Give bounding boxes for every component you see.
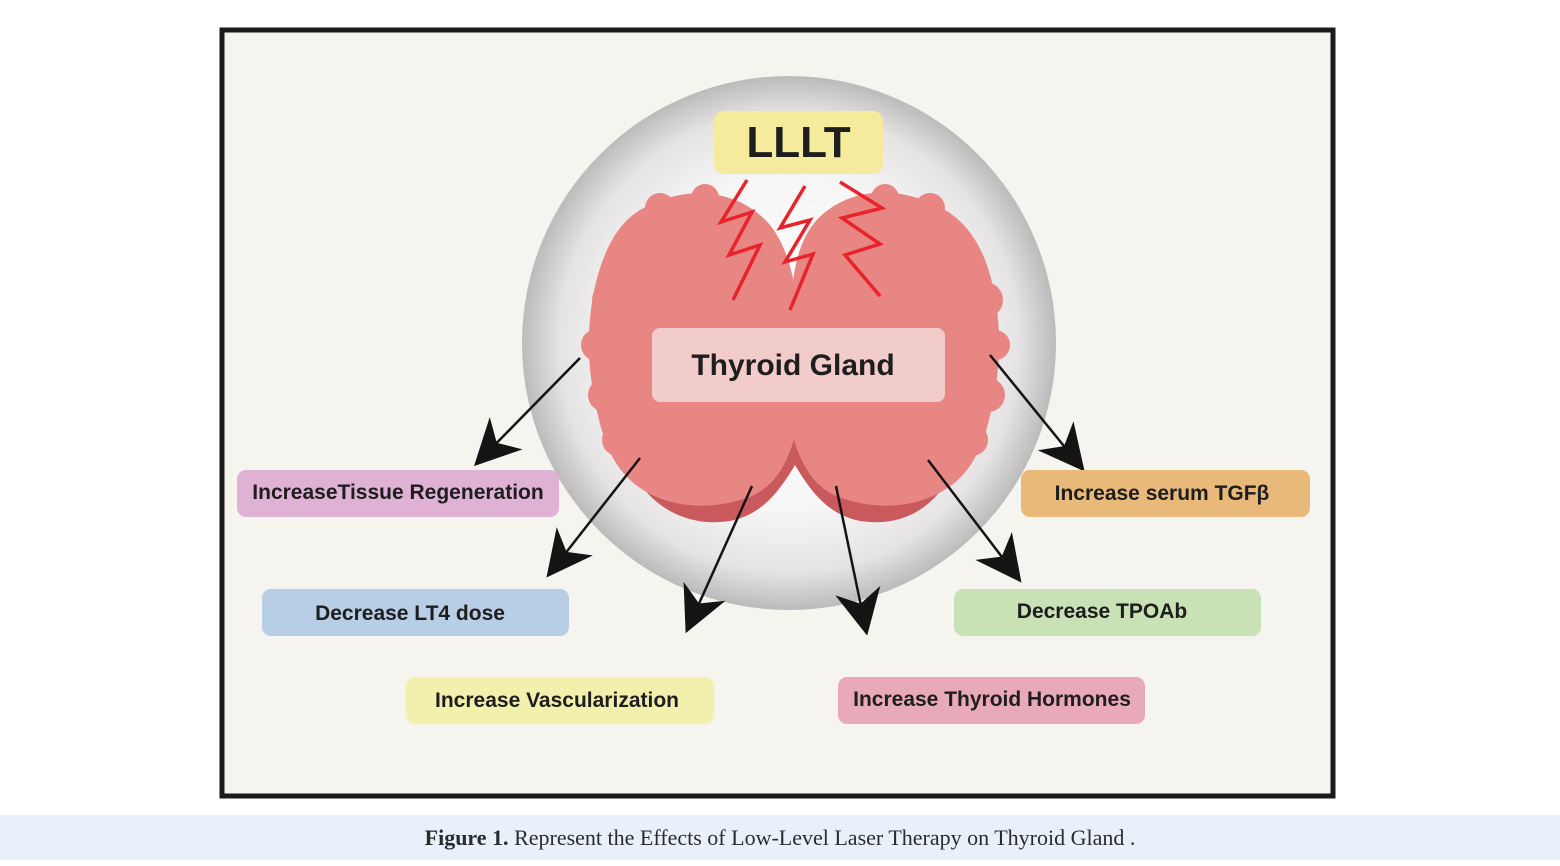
effect-arrows (473, 354, 1085, 636)
effect-lt4-dose: Decrease LT4 dose (262, 589, 569, 636)
effect-lt4-dose-label: Decrease LT4 dose (315, 602, 505, 625)
effect-vascularization-label: Increase Vascularization (435, 689, 679, 712)
lllt-box: LLLT (714, 111, 883, 174)
arrow-vascularization (683, 485, 754, 634)
thyroid-gland-box: Thyroid Gland (652, 328, 945, 402)
effect-thyroid-hormones-label: Increase Thyroid Hormones (853, 688, 1131, 711)
effect-tpoab-label: Decrease TPOAb (1017, 600, 1187, 623)
arrow-tissue-regeneration (473, 357, 581, 467)
figure-caption-text: Represent the Effects of Low-Level Laser… (508, 825, 1136, 850)
laser-bolt-icon (717, 179, 764, 301)
effect-tpoab: Decrease TPOAb (954, 589, 1261, 636)
thyroid-gland-label: Thyroid Gland (691, 349, 894, 382)
figure-caption: Figure 1. Represent the Effects of Low-L… (0, 815, 1560, 860)
effect-vascularization: Increase Vascularization (406, 677, 714, 724)
lllt-label: LLLT (746, 118, 850, 167)
effect-tgfb-label: Increase serum TGFβ (1055, 482, 1270, 505)
arrow-tgfb (989, 354, 1085, 472)
laser-bolt-icon (776, 185, 816, 311)
laser-bolt-icons (717, 179, 887, 311)
arrow-thyroid-hormones (834, 485, 881, 636)
arrow-tpoab (927, 459, 1022, 583)
figure-caption-label: Figure 1. (424, 825, 509, 850)
effect-tgfb: Increase serum TGFβ (1021, 470, 1310, 517)
effect-thyroid-hormones: Increase Thyroid Hormones (838, 677, 1145, 724)
arrow-lt4-dose (546, 457, 641, 578)
effect-tissue-regeneration: IncreaseTissue Regeneration (237, 470, 559, 517)
laser-bolt-icon (837, 180, 887, 298)
effect-tissue-regeneration-label: IncreaseTissue Regeneration (252, 481, 543, 504)
